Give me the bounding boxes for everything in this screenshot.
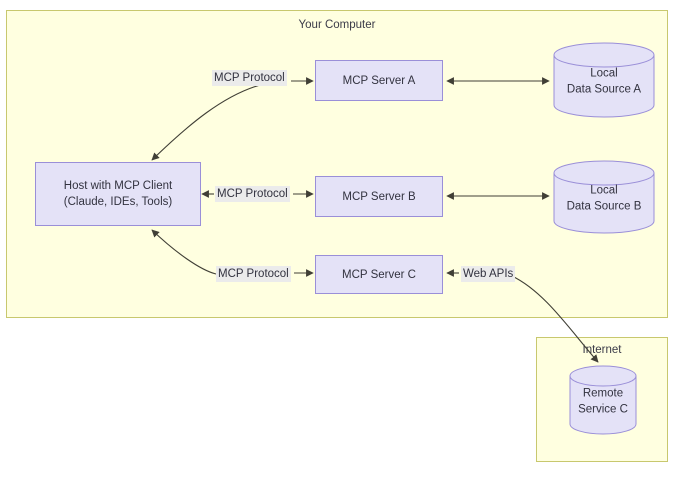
edge-server-a-to-host — [151, 82, 269, 161]
node-mcp-server-b[interactable]: MCP Server B — [315, 176, 443, 217]
host-label-line2: (Claude, IDEs, Tools) — [63, 196, 173, 208]
server-b-label: MCP Server B — [342, 190, 416, 203]
cylinder-icon — [569, 365, 637, 435]
edge-label-web-apis: Web APIs — [461, 266, 516, 282]
edge-label-mcp-protocol-a: MCP Protocol — [212, 70, 287, 86]
server-c-label: MCP Server C — [342, 268, 416, 281]
edge-label-mcp-protocol-b: MCP Protocol — [215, 186, 290, 202]
node-mcp-server-c[interactable]: MCP Server C — [315, 255, 443, 294]
edge-server-c-to-host — [151, 229, 217, 275]
internet-container: Internet — [536, 337, 668, 462]
internet-title: Internet — [582, 344, 622, 356]
cylinder-icon — [553, 160, 655, 234]
node-host-with-mcp-client[interactable]: Host with MCP Client (Claude, IDEs, Tool… — [35, 162, 201, 226]
node-mcp-server-a[interactable]: MCP Server A — [315, 60, 443, 101]
cylinder-icon — [553, 42, 655, 118]
server-a-label: MCP Server A — [342, 74, 416, 87]
host-label-line1: Host with MCP Client — [63, 180, 173, 192]
node-local-data-source-b[interactable]: Local Data Source B — [553, 160, 655, 234]
node-remote-service-c[interactable]: Remote Service C — [569, 365, 637, 435]
your-computer-title: Your Computer — [298, 19, 376, 31]
node-local-data-source-a[interactable]: Local Data Source A — [553, 42, 655, 118]
edge-label-mcp-protocol-c: MCP Protocol — [216, 266, 291, 282]
edge-web-apis-to-remote-service-c — [511, 275, 599, 363]
